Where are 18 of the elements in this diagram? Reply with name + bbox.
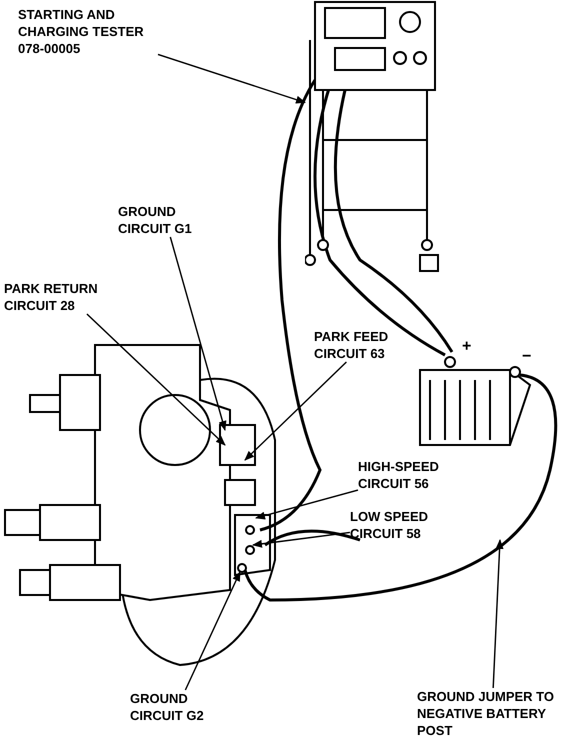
leader-line xyxy=(244,362,347,461)
leader-line xyxy=(158,54,306,104)
callout-label: PARK FEED CIRCUIT 63 xyxy=(314,328,414,362)
callout-label: GROUND CIRCUIT G1 xyxy=(118,203,213,237)
terminal-polarity-label: − xyxy=(522,348,532,365)
terminal-polarity-label: + xyxy=(462,338,472,355)
callout-label: STARTING AND CHARGING TESTER 078-00005 xyxy=(18,6,158,57)
leader-line xyxy=(170,236,226,431)
leader-line xyxy=(252,532,350,548)
leader-line xyxy=(255,489,358,520)
leader-line xyxy=(86,314,226,446)
callout-label: HIGH-SPEED CIRCUIT 56 xyxy=(358,458,468,492)
callout-label: GROUND JUMPER TO NEGATIVE BATTERY POST xyxy=(417,688,567,739)
leader-line xyxy=(492,539,504,688)
callout-label: LOW SPEED CIRCUIT 58 xyxy=(350,508,465,542)
callout-label: PARK RETURN CIRCUIT 28 xyxy=(4,280,134,314)
callout-label: GROUND CIRCUIT G2 xyxy=(130,690,225,724)
leader-line xyxy=(184,571,241,690)
